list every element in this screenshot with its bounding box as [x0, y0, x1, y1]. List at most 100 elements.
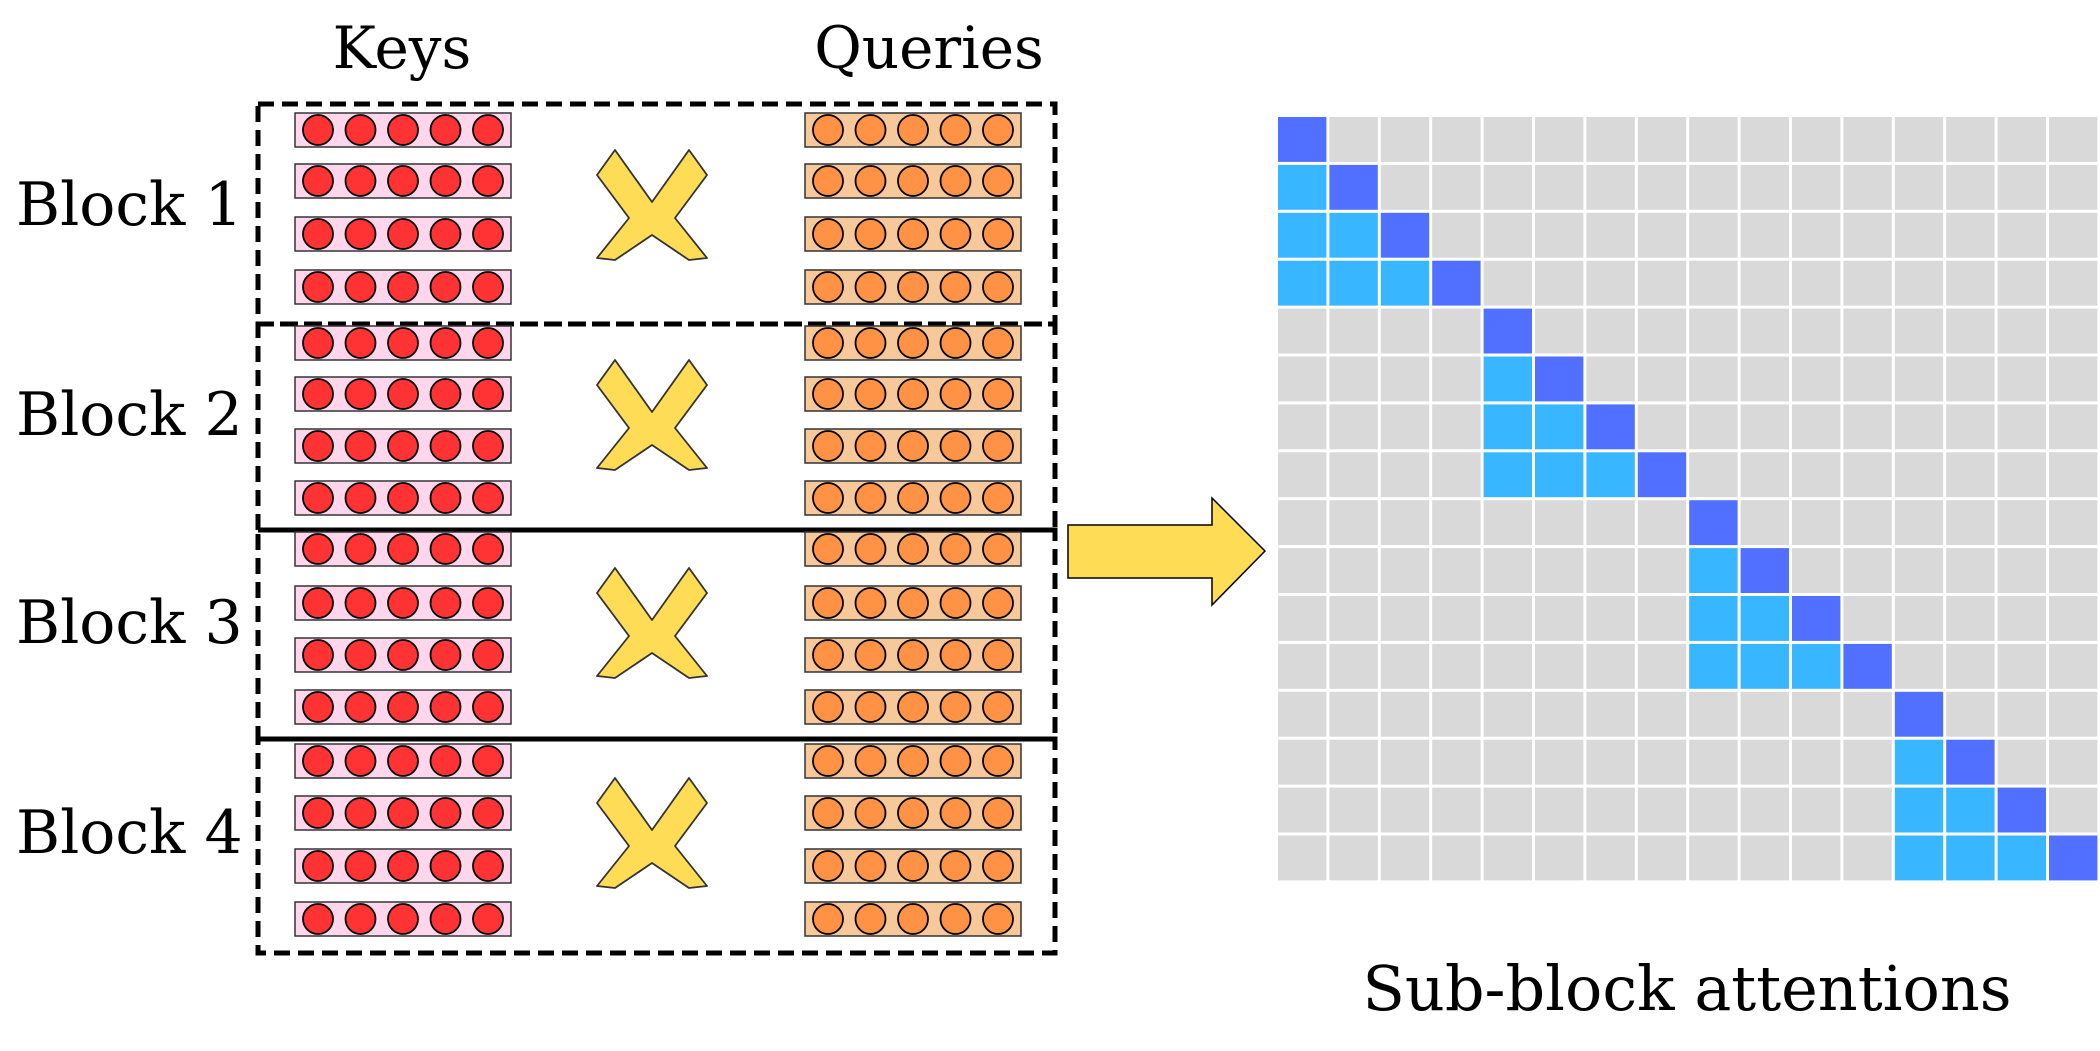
- matrix-cell-masked: [1946, 500, 1995, 546]
- matrix-cell-masked: [1843, 548, 1892, 593]
- matrix-cell-masked: [1894, 212, 1944, 258]
- matrix-cell-masked: [1689, 308, 1738, 354]
- matrix-cell-masked: [1380, 404, 1430, 450]
- matrix-cell-diagonal: [1535, 356, 1584, 402]
- block-dashed-border: [255, 101, 1058, 327]
- matrix-cell-masked: [1689, 212, 1738, 258]
- matrix-cell-attended: [1689, 596, 1738, 641]
- matrix-cell-masked: [1586, 835, 1635, 881]
- matrix-cell-masked: [1432, 739, 1481, 785]
- matrix-cell-masked: [1329, 739, 1378, 785]
- matrix-cell-attended: [1894, 835, 1944, 881]
- matrix-cell-masked: [1432, 452, 1481, 498]
- multiply-icon: [596, 777, 708, 889]
- matrix-cell-masked: [1535, 308, 1584, 354]
- matrix-cell-masked: [1894, 452, 1944, 498]
- key-element: [344, 482, 377, 514]
- key-vector: [294, 480, 512, 516]
- matrix-cell-attended: [1278, 164, 1327, 210]
- key-element: [387, 218, 419, 250]
- matrix-cell-diagonal: [1380, 212, 1430, 258]
- matrix-cell-masked: [1278, 835, 1327, 881]
- matrix-cell-masked: [1997, 117, 2046, 162]
- matrix-cell-masked: [1997, 356, 2046, 402]
- key-element: [302, 850, 334, 882]
- matrix-cell-masked: [1946, 308, 1995, 354]
- matrix-cell-masked: [1894, 596, 1944, 641]
- matrix-cell-masked: [1894, 356, 1944, 402]
- key-element: [429, 327, 462, 359]
- key-element: [344, 850, 377, 882]
- key-element: [302, 218, 334, 250]
- key-vector: [294, 163, 512, 199]
- matrix-cell-masked: [1586, 260, 1635, 306]
- key-element: [302, 327, 334, 359]
- matrix-cell-masked: [1894, 643, 1944, 689]
- query-element: [939, 587, 972, 619]
- matrix-cell-masked: [1689, 452, 1738, 498]
- matrix-cell-diagonal: [1740, 548, 1789, 593]
- matrix-cell-masked: [1894, 500, 1944, 546]
- matrix-cell-attended: [1689, 548, 1738, 593]
- matrix-cell-masked: [1278, 596, 1327, 641]
- query-element: [854, 482, 887, 514]
- key-element: [429, 587, 462, 619]
- matrix-cell-masked: [1586, 643, 1635, 689]
- key-element: [472, 165, 504, 197]
- matrix-cell-masked: [1329, 835, 1378, 881]
- query-element: [812, 691, 844, 723]
- matrix-cell-masked: [1432, 643, 1481, 689]
- block-4: Block 4: [16, 736, 1058, 956]
- matrix-cell-masked: [1740, 117, 1789, 162]
- query-element: [854, 797, 887, 829]
- matrix-cell-masked: [1483, 787, 1532, 833]
- key-vector: [294, 637, 512, 673]
- matrix-cell-attended: [1586, 452, 1635, 498]
- query-element: [854, 533, 887, 565]
- matrix-cell-masked: [1843, 739, 1892, 785]
- key-element: [387, 378, 419, 410]
- query-vector: [804, 376, 1022, 412]
- matrix-cell-masked: [1380, 643, 1430, 689]
- matrix-cell-masked: [1586, 500, 1635, 546]
- matrix-cell-masked: [1278, 787, 1327, 833]
- key-element: [302, 587, 334, 619]
- query-element: [939, 639, 972, 671]
- key-element: [387, 587, 419, 619]
- matrix-cell-masked: [1740, 787, 1789, 833]
- matrix-cell-masked: [1792, 500, 1841, 546]
- block-2: Block 2: [16, 321, 1058, 533]
- matrix-cell-masked: [1740, 739, 1789, 785]
- key-element: [472, 114, 504, 146]
- matrix-cell-masked: [1535, 643, 1584, 689]
- key-element: [429, 639, 462, 671]
- key-element: [387, 271, 419, 303]
- matrix-cell-masked: [1432, 212, 1481, 258]
- key-element: [302, 903, 334, 935]
- matrix-cell-masked: [2049, 452, 2098, 498]
- matrix-cell-masked: [2049, 308, 2098, 354]
- matrix-cell-attended: [1483, 356, 1532, 402]
- query-vector: [804, 163, 1022, 199]
- matrix-cell-masked: [1946, 643, 1995, 689]
- query-element: [897, 903, 929, 935]
- matrix-cell-diagonal: [1946, 739, 1995, 785]
- block-dashed-border: [255, 736, 1058, 956]
- query-vector: [804, 531, 1022, 567]
- matrix-cell-masked: [1894, 404, 1944, 450]
- matrix-cell-diagonal: [1278, 117, 1327, 162]
- query-element: [812, 797, 844, 829]
- matrix-cell-masked: [1792, 308, 1841, 354]
- block-1: Block 1: [16, 101, 1058, 327]
- matrix-cell-masked: [1483, 117, 1532, 162]
- query-element: [897, 797, 929, 829]
- matrix-cell-masked: [1535, 164, 1584, 210]
- matrix-cell-masked: [1586, 212, 1635, 258]
- matrix-cell-masked: [1483, 212, 1532, 258]
- matrix-cell-masked: [2049, 260, 2098, 306]
- matrix-cell-attended: [1483, 404, 1532, 450]
- matrix-cell-masked: [1535, 596, 1584, 641]
- matrix-cell-diagonal: [1483, 308, 1532, 354]
- block-label: Block 4: [16, 798, 243, 868]
- query-element: [939, 378, 972, 410]
